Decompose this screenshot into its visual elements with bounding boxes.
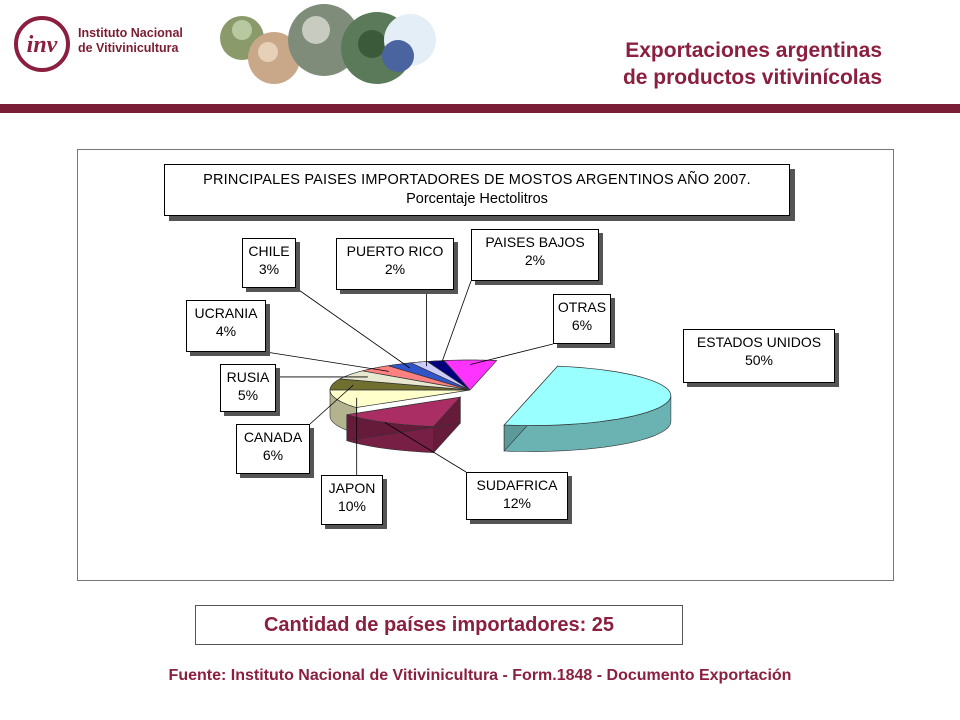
slice-label-name: JAPON bbox=[328, 480, 376, 496]
slice-label-value: 10% bbox=[337, 498, 367, 514]
leader-line bbox=[470, 343, 554, 365]
leader-line bbox=[384, 422, 467, 473]
pie-slice-paises-bajos bbox=[426, 360, 471, 391]
slice-label-name: OTRAS bbox=[557, 299, 607, 315]
slice-label-name: CHILE bbox=[248, 243, 290, 259]
page-title-line-2: de productos vitivinícolas bbox=[622, 66, 882, 89]
slice-label-value: 5% bbox=[237, 387, 259, 403]
pie-slice-estados-unidos bbox=[503, 365, 672, 426]
slice-label-value: 2% bbox=[384, 261, 406, 277]
inv-logo: inv bbox=[12, 14, 212, 74]
inv-logo-mark: inv bbox=[14, 16, 70, 72]
header-divider-bar bbox=[0, 104, 960, 113]
page-title-line-1: Exportaciones argentinas bbox=[625, 39, 882, 62]
importer-count-box: Cantidad de países importadores: 25 bbox=[195, 605, 683, 645]
slice-label-name: RUSIA bbox=[226, 369, 270, 385]
svg-text:inv: inv bbox=[27, 32, 58, 58]
slice-label-sudafrica: SUDAFRICA 12% bbox=[466, 472, 568, 520]
slice-label-canada: CANADA 6% bbox=[236, 424, 310, 474]
slice-label-value: 6% bbox=[571, 317, 593, 333]
slice-label-value: 6% bbox=[262, 447, 284, 463]
chart-title: PRINCIPALES PAISES IMPORTADORES DE MOSTO… bbox=[203, 172, 751, 188]
leader-line bbox=[309, 384, 354, 425]
page-title: Exportaciones argentinas de productos vi… bbox=[623, 37, 882, 91]
slice-label-name: PAISES BAJOS bbox=[485, 234, 585, 250]
slice-label-japon: JAPON 10% bbox=[321, 475, 383, 525]
slice-label-name: ESTADOS UNIDOS bbox=[696, 334, 822, 350]
pie-slice-rusia bbox=[339, 370, 471, 391]
slice-label-name: UCRANIA bbox=[194, 305, 258, 321]
slice-label-ucrania: UCRANIA 4% bbox=[186, 300, 266, 352]
slice-label-value: 2% bbox=[524, 252, 546, 268]
chart-title-box: PRINCIPALES PAISES IMPORTADORES DE MOSTO… bbox=[164, 164, 790, 216]
slice-label-name: SUDAFRICA bbox=[476, 477, 558, 493]
slice-label-puerto-rico: PUERTO RICO 2% bbox=[336, 238, 454, 290]
pie-slice-ucrania bbox=[362, 365, 471, 391]
slice-label-rusia: RUSIA 5% bbox=[220, 364, 276, 412]
slice-label-value: 50% bbox=[744, 352, 774, 368]
logo-line-2: de Vitivinicultura bbox=[78, 41, 179, 55]
slice-label-otras: OTRAS 6% bbox=[553, 294, 611, 344]
slice-label-value: 3% bbox=[258, 261, 280, 277]
slice-label-estados-unidos: ESTADOS UNIDOS 50% bbox=[683, 329, 835, 383]
slice-label-chile: CHILE 3% bbox=[242, 238, 296, 288]
slice-label-name: CANADA bbox=[243, 429, 303, 445]
chart-subtitle: Porcentaje Hectolitros bbox=[406, 191, 548, 207]
slice-label-value: 12% bbox=[502, 495, 532, 511]
leader-line bbox=[295, 287, 411, 369]
slice-label-value: 4% bbox=[215, 323, 237, 339]
slice-label-name: PUERTO RICO bbox=[346, 243, 444, 259]
pie-slice-chile bbox=[388, 362, 471, 391]
header-photo-collage bbox=[220, 4, 436, 84]
pie-slice-puerto-rico bbox=[410, 361, 471, 391]
logo-line-1: Instituto Nacional bbox=[78, 26, 183, 40]
logo-text: Instituto Nacional de Vitivinicultura bbox=[78, 26, 183, 56]
leader-line bbox=[440, 280, 472, 366]
leader-line bbox=[265, 351, 389, 372]
pie-slice-japon bbox=[329, 389, 471, 408]
slice-label-paises-bajos: PAISES BAJOS 2% bbox=[471, 229, 599, 281]
source-note: Fuente: Instituto Nacional de Vitivinicu… bbox=[168, 667, 792, 684]
